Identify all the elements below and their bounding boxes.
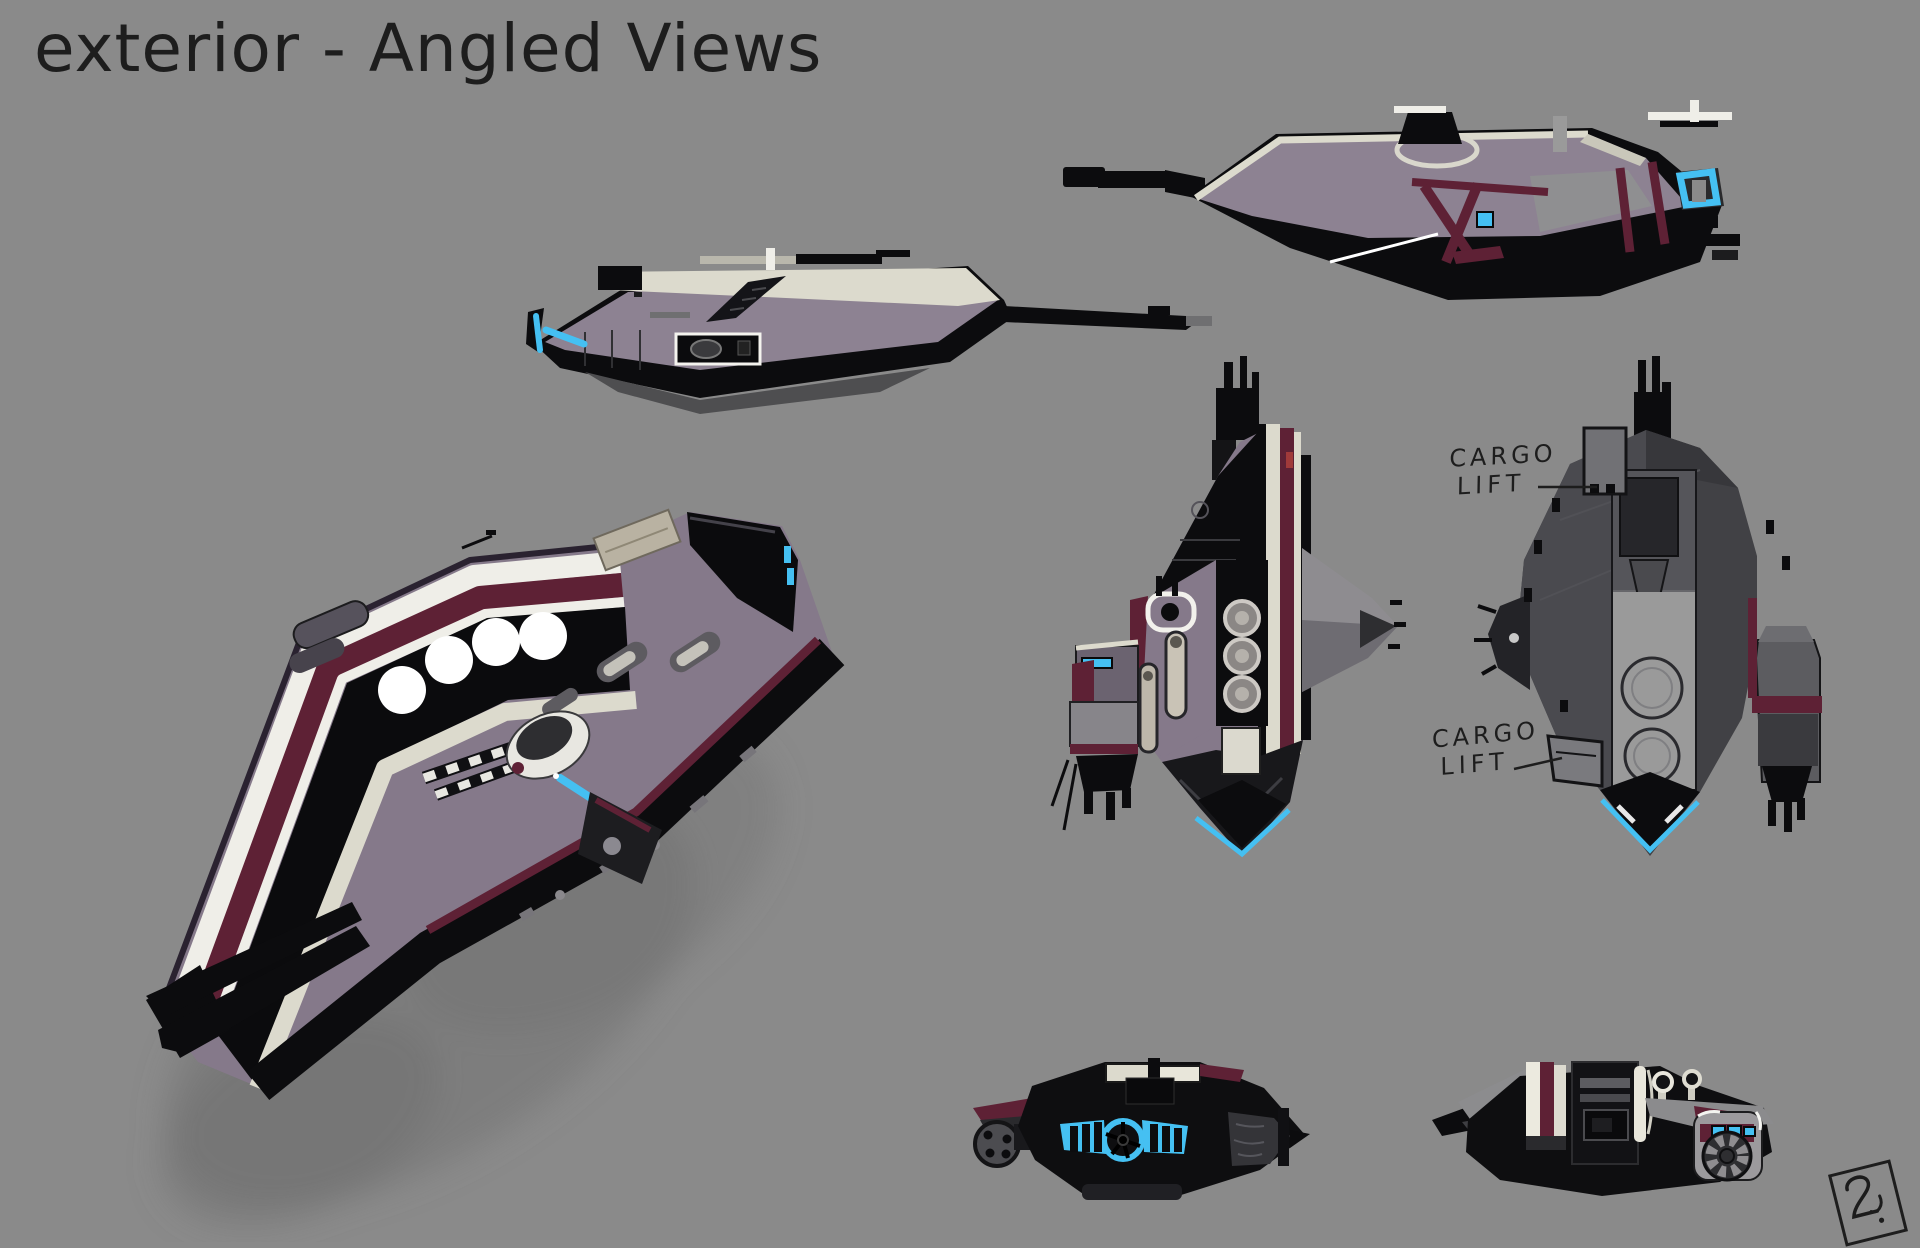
glow-wing-right [1142,1120,1188,1154]
nose-glow-chevron [1194,808,1291,858]
glow-wing-left [1060,1120,1106,1154]
cockpit-block [1571,1061,1639,1165]
porthole-lights [378,612,567,714]
ventral-center-band [1611,469,1697,791]
starboard-pod [578,792,662,884]
tow-hooks [1652,1069,1702,1106]
engine-pod [1752,626,1822,832]
port-cone-pod [1474,594,1530,690]
ship-view-rear-three-quarter [526,248,1212,414]
hull-hatch [674,332,762,366]
engine-glow-ring [1101,1118,1145,1162]
gun-turret [421,710,591,801]
tow-ring [1145,574,1197,633]
cargo-lift-annotation-top-line1: CARGO [1449,439,1557,473]
starboard-wing [1302,548,1406,692]
artist-signature [1827,1159,1909,1247]
cargo-lift-hatch-bottom [1546,734,1604,788]
engine-glow-rear [1675,168,1724,210]
antenna-mast [1648,100,1732,127]
antenna-mast [700,248,910,270]
cockpit-canopy [687,512,798,632]
stern-engine-block [1050,639,1139,831]
ship-view-top-angled [1063,100,1740,300]
cargo-lift-annotation-top: CARGO LIFT [1449,439,1557,501]
ship-view-main-three-quarter [146,508,845,1101]
porthole-lights-side [1223,599,1261,713]
maroon-frame-struts [1411,161,1670,264]
fuel-capsules [1138,630,1188,754]
dorsal-box [592,508,682,572]
page-title: exterior - Angled Views [34,10,823,87]
ship-view-front [1432,1061,1774,1196]
engine-bell-pod [973,1120,1021,1168]
artist-signature-glyph [1845,1175,1885,1223]
engine-glow-side [553,773,598,804]
engine-glow-rear [526,308,588,353]
ship-view-side-profile [1050,356,1406,858]
nose-prongs [146,902,370,1058]
port-fins [289,530,496,674]
bow-stripes [1526,1062,1566,1150]
landing-pad-ring [1394,106,1480,169]
cargo-lift-hatch-top [1582,426,1628,496]
docking-ring [1701,1130,1753,1182]
sensor-masts [1634,356,1671,440]
ship-view-aft [973,1058,1310,1200]
ship-view-bottom-cargo [1474,356,1822,856]
cargo-lift-annotation-bottom: CARGO LIFT [1432,716,1540,782]
deck-vents [542,631,721,717]
annotation-leader-lines [1513,485,1597,771]
nose-glow-chevron [1600,798,1700,854]
cargo-lift-annotation-top-line2: LIFT [1456,468,1526,501]
